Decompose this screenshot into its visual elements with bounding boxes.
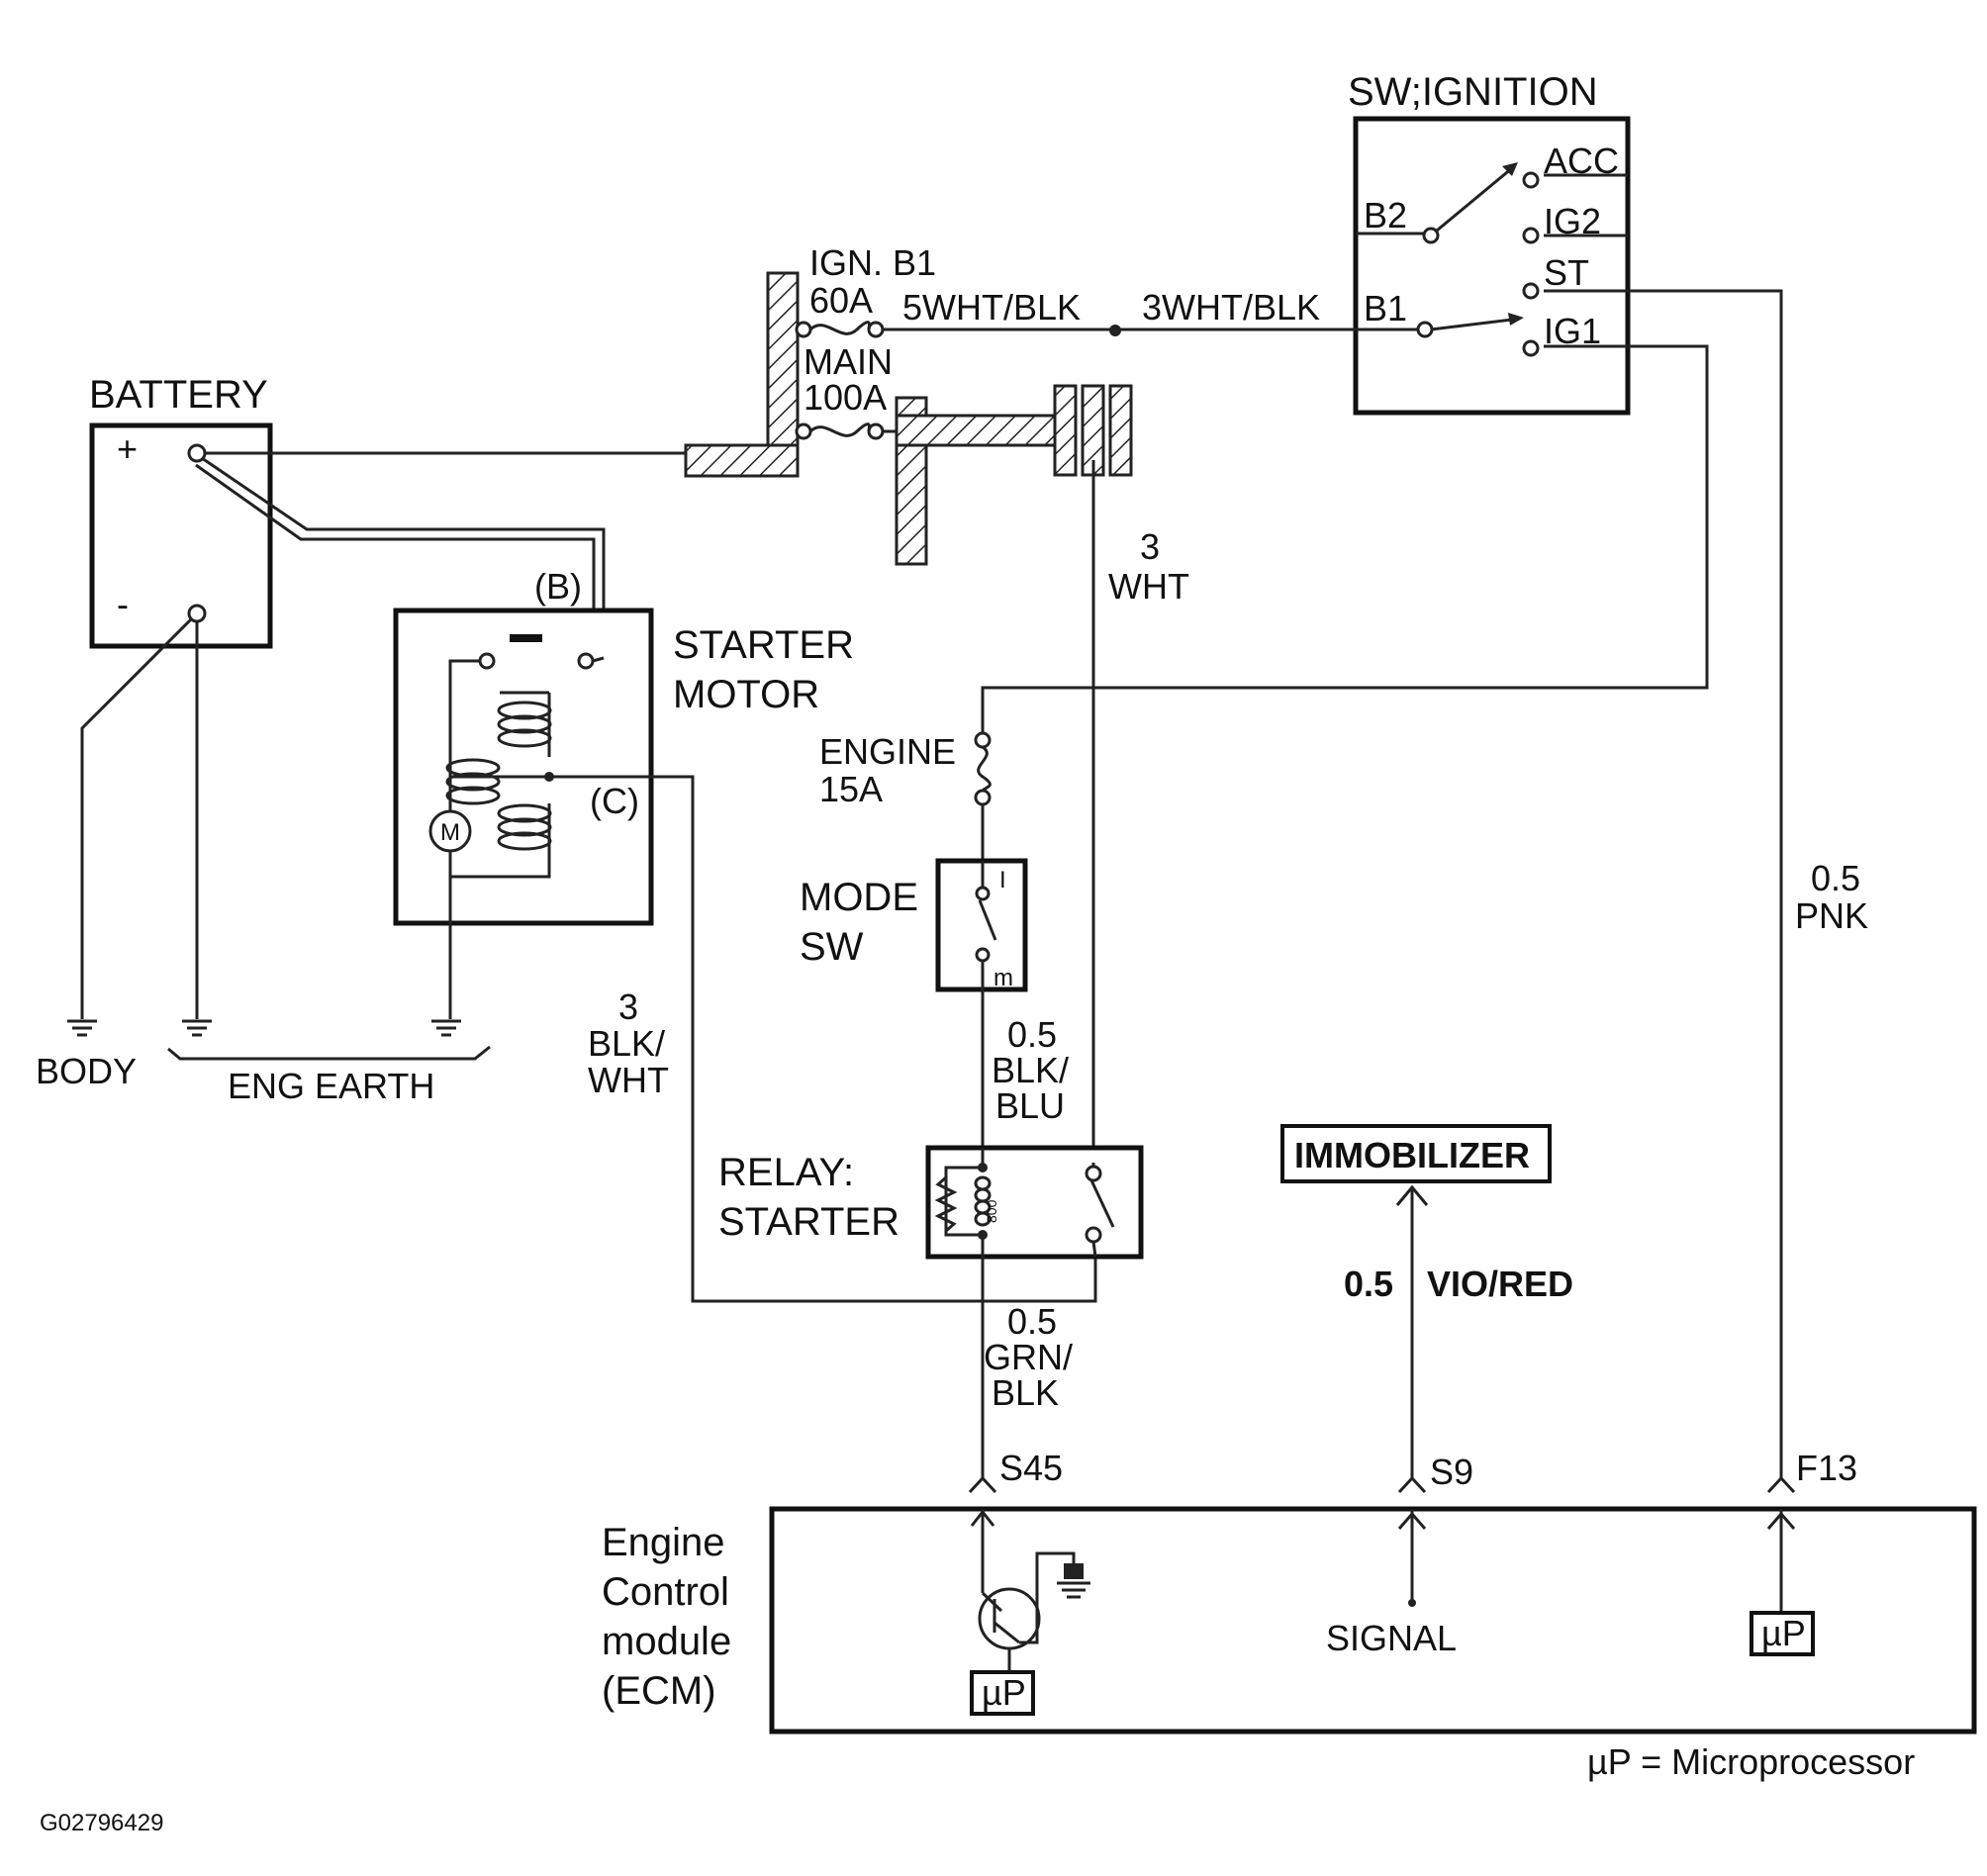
wire-3wht-size: 3 <box>1140 526 1160 567</box>
wire-vio-red-color: VIO/RED <box>1427 1264 1573 1304</box>
wire-grn-blk-color-2: BLK <box>992 1372 1059 1413</box>
ign-terminal-acc: ACC <box>1544 141 1619 181</box>
battery-title: BATTERY <box>89 373 268 417</box>
wire-blk-blu-color-1: BLK/ <box>992 1050 1069 1090</box>
bus-bar-horizontal <box>895 414 1057 447</box>
starter-motor-armature <box>428 809 472 853</box>
wire-pnk-size: 0.5 <box>1811 858 1860 898</box>
mode-switch-pos-b: m <box>994 965 1013 991</box>
relay-label-2: STARTER <box>718 1200 899 1244</box>
fuse-main-element <box>808 422 871 437</box>
wire-grn-blk-size: 0.5 <box>1007 1301 1057 1342</box>
fuse-ign-b1-element <box>808 321 871 335</box>
starter-motor-label-2: MOTOR <box>673 673 819 716</box>
ign-terminal-ig2: IG2 <box>1544 201 1601 241</box>
ecm-label-1: Engine <box>602 1521 725 1564</box>
ground-eng-earth-1 <box>182 1019 212 1037</box>
bus-bar-battery <box>684 443 800 478</box>
ecm-microprocessor-f13 <box>1750 1611 1815 1656</box>
starter-relay-box <box>925 1145 1144 1260</box>
legend-microprocessor: µP = Microprocessor <box>1587 1741 1915 1782</box>
ecm-microprocessor-s45 <box>970 1670 1035 1716</box>
ecm-label-2: Control <box>602 1570 729 1614</box>
starter-motor-box <box>393 608 654 926</box>
ign-terminal-ig1: IG1 <box>1544 311 1601 351</box>
wire-grn-blk-color-1: GRN/ <box>984 1337 1073 1377</box>
ecm-signal-label: SIGNAL <box>1326 1618 1457 1658</box>
immobilizer-label: IMMOBILIZER <box>1294 1135 1530 1175</box>
battery-plus: + <box>117 428 138 469</box>
wire-3wht-color: WHT <box>1108 566 1189 607</box>
ecm-label-3: module <box>602 1620 731 1663</box>
wire-label-5wht-blk: 5WHT/BLK <box>902 287 1081 328</box>
ecm-pin-s45: S45 <box>999 1448 1063 1488</box>
connector-pin-1 <box>1053 384 1078 477</box>
wire-junction <box>1109 325 1121 336</box>
fuse-ign-b1-name: IGN. B1 <box>809 242 936 283</box>
fuse-main-rating: 100A <box>804 377 887 418</box>
starter-relay: RELAY: STARTER 800 <box>718 1145 1144 1260</box>
ign-input-b1: B1 <box>1364 288 1407 328</box>
ecm-pin-s9-connector <box>1397 1475 1427 1494</box>
engine-control-module: Engine Control module (ECM) µP SIGNAL µP <box>602 1506 1977 1735</box>
battery: BATTERY + - <box>89 373 273 649</box>
fuse-engine-rating: 15A <box>819 769 883 809</box>
battery-box <box>89 422 273 649</box>
fuse-block: IGN. B1 60A MAIN 100A <box>684 242 1133 566</box>
ignition-switch: SW;IGNITION ACC IG2 ST IG1 B2 B1 <box>1348 70 1631 416</box>
ground-body <box>67 1019 97 1037</box>
starter-terminal-b: (B) <box>534 566 582 607</box>
fuse-engine: ENGINE 15A <box>819 731 992 861</box>
fuse-main-name: MAIN <box>804 341 893 382</box>
mode-switch-label-1: MODE <box>800 876 918 919</box>
wire-blk-wht-color-2: WHT <box>588 1060 669 1100</box>
relay-resistor-value: 800 <box>984 1199 999 1223</box>
wire-blk-blu-color-2: BLU <box>995 1085 1065 1126</box>
ign-input-b2: B2 <box>1364 195 1407 235</box>
wire-blk-wht-color-1: BLK/ <box>588 1023 665 1064</box>
starter-motor-label-1: STARTER <box>673 623 854 667</box>
ground-eng-earth-label: ENG EARTH <box>228 1066 434 1106</box>
connector-pin-3 <box>1108 384 1133 477</box>
ecm-pin-s9: S9 <box>1430 1452 1473 1492</box>
immobilizer: IMMOBILIZER <box>1280 1124 1552 1183</box>
motor-symbol: M <box>440 819 460 846</box>
ecm-pin-s45-connector <box>968 1475 997 1494</box>
wire-label-3wht-blk: 3WHT/BLK <box>1142 287 1320 328</box>
mode-switch: MODE SW I m <box>800 858 1028 992</box>
fuse-engine-name: ENGINE <box>819 731 956 772</box>
ignition-switch-title: SW;IGNITION <box>1348 70 1598 114</box>
starter-motor: (B) (C) STARTER MOTOR M <box>393 566 1097 1303</box>
ecm-up-label-1: µP <box>982 1672 1026 1713</box>
relay-label-1: RELAY: <box>718 1151 854 1194</box>
ecm-label-4: (ECM) <box>602 1669 716 1713</box>
wire-vio-red-size: 0.5 <box>1344 1264 1393 1304</box>
ignition-switch-box <box>1353 116 1631 416</box>
ground-body-label: BODY <box>36 1051 137 1091</box>
mode-switch-pos-a: I <box>999 867 1006 893</box>
bus-bar-vertical <box>766 271 800 478</box>
wire-blk-blu-size: 0.5 <box>1007 1014 1057 1055</box>
ecm-pin-f13: F13 <box>1796 1448 1857 1488</box>
ign-terminal-st: ST <box>1544 252 1589 293</box>
battery-negative-terminal <box>187 604 207 623</box>
battery-minus: - <box>117 584 129 624</box>
eng-earth-bracket <box>167 1045 491 1061</box>
mode-switch-label-2: SW <box>800 925 864 969</box>
ground-eng-earth-2 <box>431 1019 461 1037</box>
wire-blk-wht-size: 3 <box>618 986 638 1027</box>
ecm-pin-f13-connector <box>1766 1475 1796 1494</box>
immobilizer-box <box>1280 1124 1552 1183</box>
ecm-up-label-2: µP <box>1761 1613 1806 1653</box>
starter-terminal-c: (C) <box>590 781 639 821</box>
figure-id: G02796429 <box>40 1810 163 1836</box>
fuse-ign-b1-rating: 60A <box>809 280 873 321</box>
wire-pnk-color: PNK <box>1795 895 1868 936</box>
